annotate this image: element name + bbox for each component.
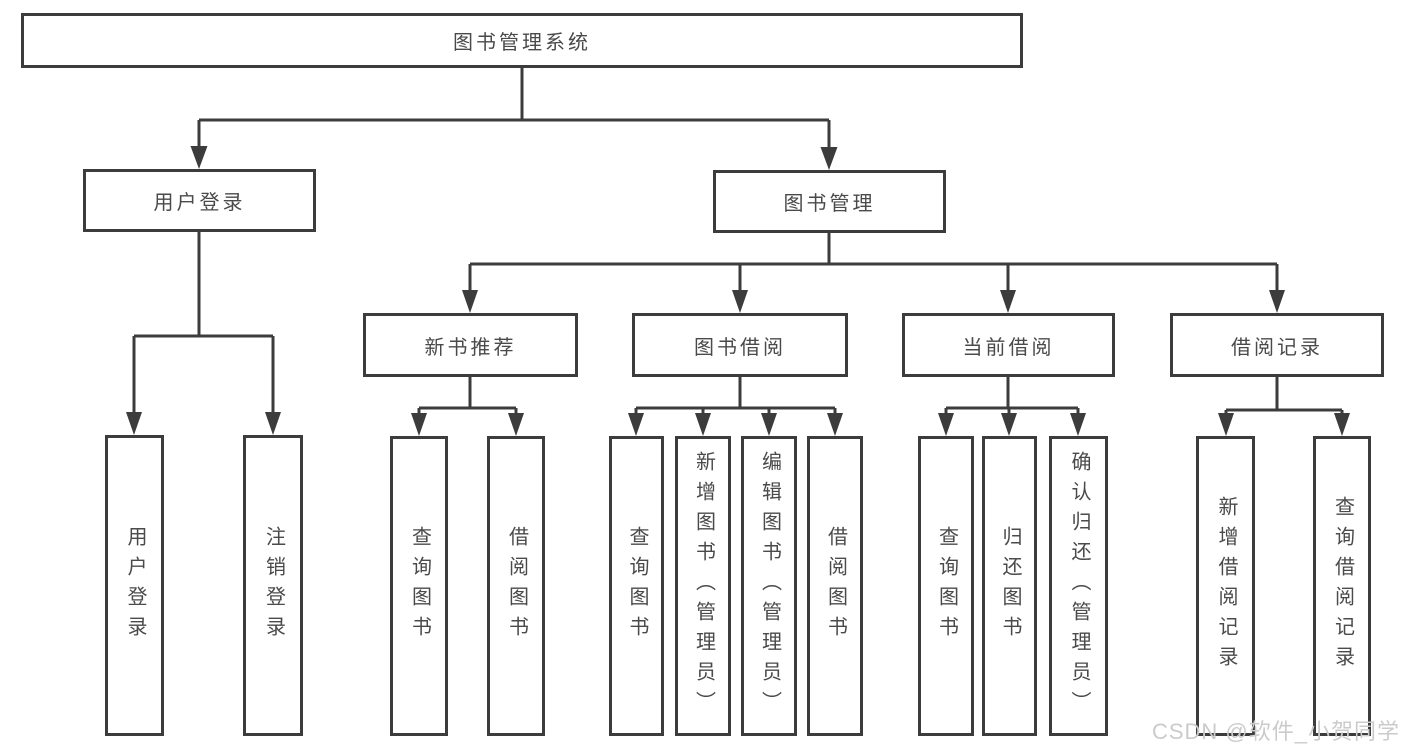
leaf-current-query-label: 查询图书 xyxy=(935,526,958,646)
node-records: 借阅记录 xyxy=(1170,313,1384,377)
node-user-login-label: 用户登录 xyxy=(153,192,246,214)
leaf-borrow-add-label: 新增图书（管理员） xyxy=(692,451,715,721)
node-new-book: 新书推荐 xyxy=(363,313,578,377)
leaf-user-login: 用户登录 xyxy=(105,435,164,736)
connector-root-to-level1 xyxy=(190,68,838,170)
connector-records-children xyxy=(1218,377,1350,436)
leaf-current-confirm-label: 确认归还（管理员） xyxy=(1068,451,1090,721)
leaf-current-confirm: 确认归还（管理员） xyxy=(1049,436,1108,736)
node-book-borrow: 图书借阅 xyxy=(632,313,848,377)
connector-book-borrow-children xyxy=(628,377,843,436)
leaf-user-login-label: 用户登录 xyxy=(124,525,146,646)
leaf-records-add-label: 新增借阅记录 xyxy=(1215,496,1237,676)
leaf-current-return-label: 归还图书 xyxy=(999,526,1021,646)
leaf-borrow-borrow: 借阅图书 xyxy=(807,436,863,736)
connector-user-login-children xyxy=(126,232,281,435)
leaf-borrow-query: 查询图书 xyxy=(609,436,664,736)
leaf-newbook-borrow-label: 借阅图书 xyxy=(505,526,528,646)
leaf-borrow-borrow-label: 借阅图书 xyxy=(824,526,847,646)
connector-current-borrow-children xyxy=(938,377,1086,436)
leaf-borrow-edit: 编辑图书（管理员） xyxy=(741,436,797,736)
leaf-newbook-query: 查询图书 xyxy=(390,436,448,736)
connector-new-book-children xyxy=(411,377,524,436)
node-root: 图书管理系统 xyxy=(21,13,1023,68)
leaf-newbook-query-label: 查询图书 xyxy=(408,526,431,646)
leaf-records-query: 查询借阅记录 xyxy=(1313,436,1371,736)
node-new-book-label: 新书推荐 xyxy=(424,336,517,359)
node-book-borrow-label: 图书借阅 xyxy=(694,336,786,359)
csdn-watermark: CSDN @软件_小贺同学 xyxy=(1151,719,1400,744)
node-records-label: 借阅记录 xyxy=(1231,336,1323,359)
leaf-logout-label: 注销登录 xyxy=(262,525,285,646)
leaf-records-query-label: 查询借阅记录 xyxy=(1331,496,1354,676)
node-root-label: 图书管理系统 xyxy=(453,32,591,54)
leaf-current-return: 归还图书 xyxy=(982,436,1037,736)
leaf-borrow-edit-label: 编辑图书（管理员） xyxy=(758,451,781,721)
node-user-login: 用户登录 xyxy=(83,169,316,232)
leaf-current-query: 查询图书 xyxy=(918,436,974,736)
connector-book-mgmt-children xyxy=(462,233,1285,313)
leaf-borrow-add: 新增图书（管理员） xyxy=(675,436,731,736)
leaf-newbook-borrow: 借阅图书 xyxy=(487,436,545,736)
node-book-mgmt-label: 图书管理 xyxy=(783,193,876,215)
node-current-borrow-label: 当前借阅 xyxy=(962,336,1055,359)
leaf-logout: 注销登录 xyxy=(243,435,303,736)
node-book-mgmt: 图书管理 xyxy=(713,170,946,233)
leaf-records-add: 新增借阅记录 xyxy=(1196,436,1255,736)
leaf-borrow-query-label: 查询图书 xyxy=(626,526,648,646)
node-current-borrow: 当前借阅 xyxy=(902,313,1115,377)
